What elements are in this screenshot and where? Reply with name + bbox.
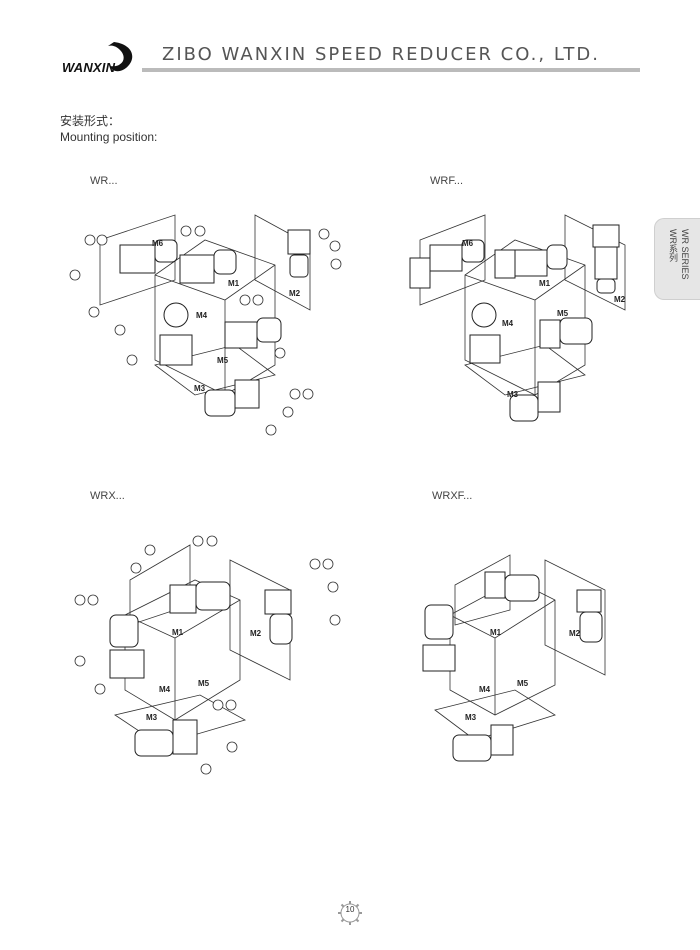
wr-m5-label: M5 — [217, 356, 229, 365]
logo-swirl-icon — [108, 42, 133, 72]
diagram-label-wrf: WRF... — [430, 175, 463, 187]
page-header: WANXIN ZIBO WANXIN SPEED REDUCER CO., LT… — [0, 0, 700, 90]
wrx-m4-label: M4 — [159, 685, 171, 694]
series-side-tab: WR SERIES WR系列 — [654, 218, 700, 300]
diagram-wrf: M1 M2 M3 M4 M5 M6 — [409, 214, 626, 422]
diagram-wr: M1 M2 M3 M4 M5 M6 — [69, 214, 342, 436]
wrf-m6-label: M6 — [462, 239, 474, 248]
diagram-label-wr: WR... — [90, 175, 118, 187]
wrxf-m5-label: M5 — [517, 679, 529, 688]
wrxf-m2-label: M2 — [569, 629, 581, 638]
diagram-wrx: M1 M2 M3 M4 M5 — [74, 535, 341, 775]
diagram-wrxf: M1 M2 M3 M4 M5 — [422, 554, 606, 762]
wrx-m5-label: M5 — [198, 679, 210, 688]
company-name: ZIBO WANXIN SPEED REDUCER CO., LTD. — [162, 44, 600, 65]
wrf-m5-label: M5 — [557, 309, 569, 318]
page-gear-icon — [338, 901, 362, 925]
diagram-label-wrxf: WRXF... — [432, 490, 473, 502]
wrf-m3-label: M3 — [507, 390, 519, 399]
side-tab-series: WR SERIES — [680, 229, 690, 280]
wrf-m4-label: M4 — [502, 319, 514, 328]
wrx-m3-label: M3 — [146, 713, 158, 722]
wr-m3-label: M3 — [194, 384, 206, 393]
wrx-m2-label: M2 — [250, 629, 262, 638]
wrxf-m4-label: M4 — [479, 685, 491, 694]
diagram-label-wrx: WRX... — [90, 490, 125, 502]
page-number: 10 — [345, 905, 355, 914]
company-logo: WANXIN — [62, 38, 142, 78]
wrx-m1-label: M1 — [172, 628, 184, 637]
mounting-heading: 安装形式： Mounting position: — [60, 113, 157, 145]
wr-m2-label: M2 — [289, 289, 301, 298]
wrxf-m1-label: M1 — [490, 628, 502, 637]
logo-wordmark: WANXIN — [62, 60, 116, 75]
header-rule — [142, 68, 640, 72]
wrf-m2-label: M2 — [614, 295, 626, 304]
wrxf-m3-label: M3 — [465, 713, 477, 722]
side-tab-series-cn: WR系列 — [668, 229, 678, 262]
mounting-title-cn: 安装形式： — [60, 114, 121, 128]
wr-m1-label: M1 — [228, 279, 240, 288]
wr-m4-label: M4 — [196, 311, 208, 320]
mounting-title-en: Mounting position: — [60, 130, 158, 144]
wrf-m1-label: M1 — [539, 279, 551, 288]
wr-m6-label: M6 — [152, 239, 164, 248]
